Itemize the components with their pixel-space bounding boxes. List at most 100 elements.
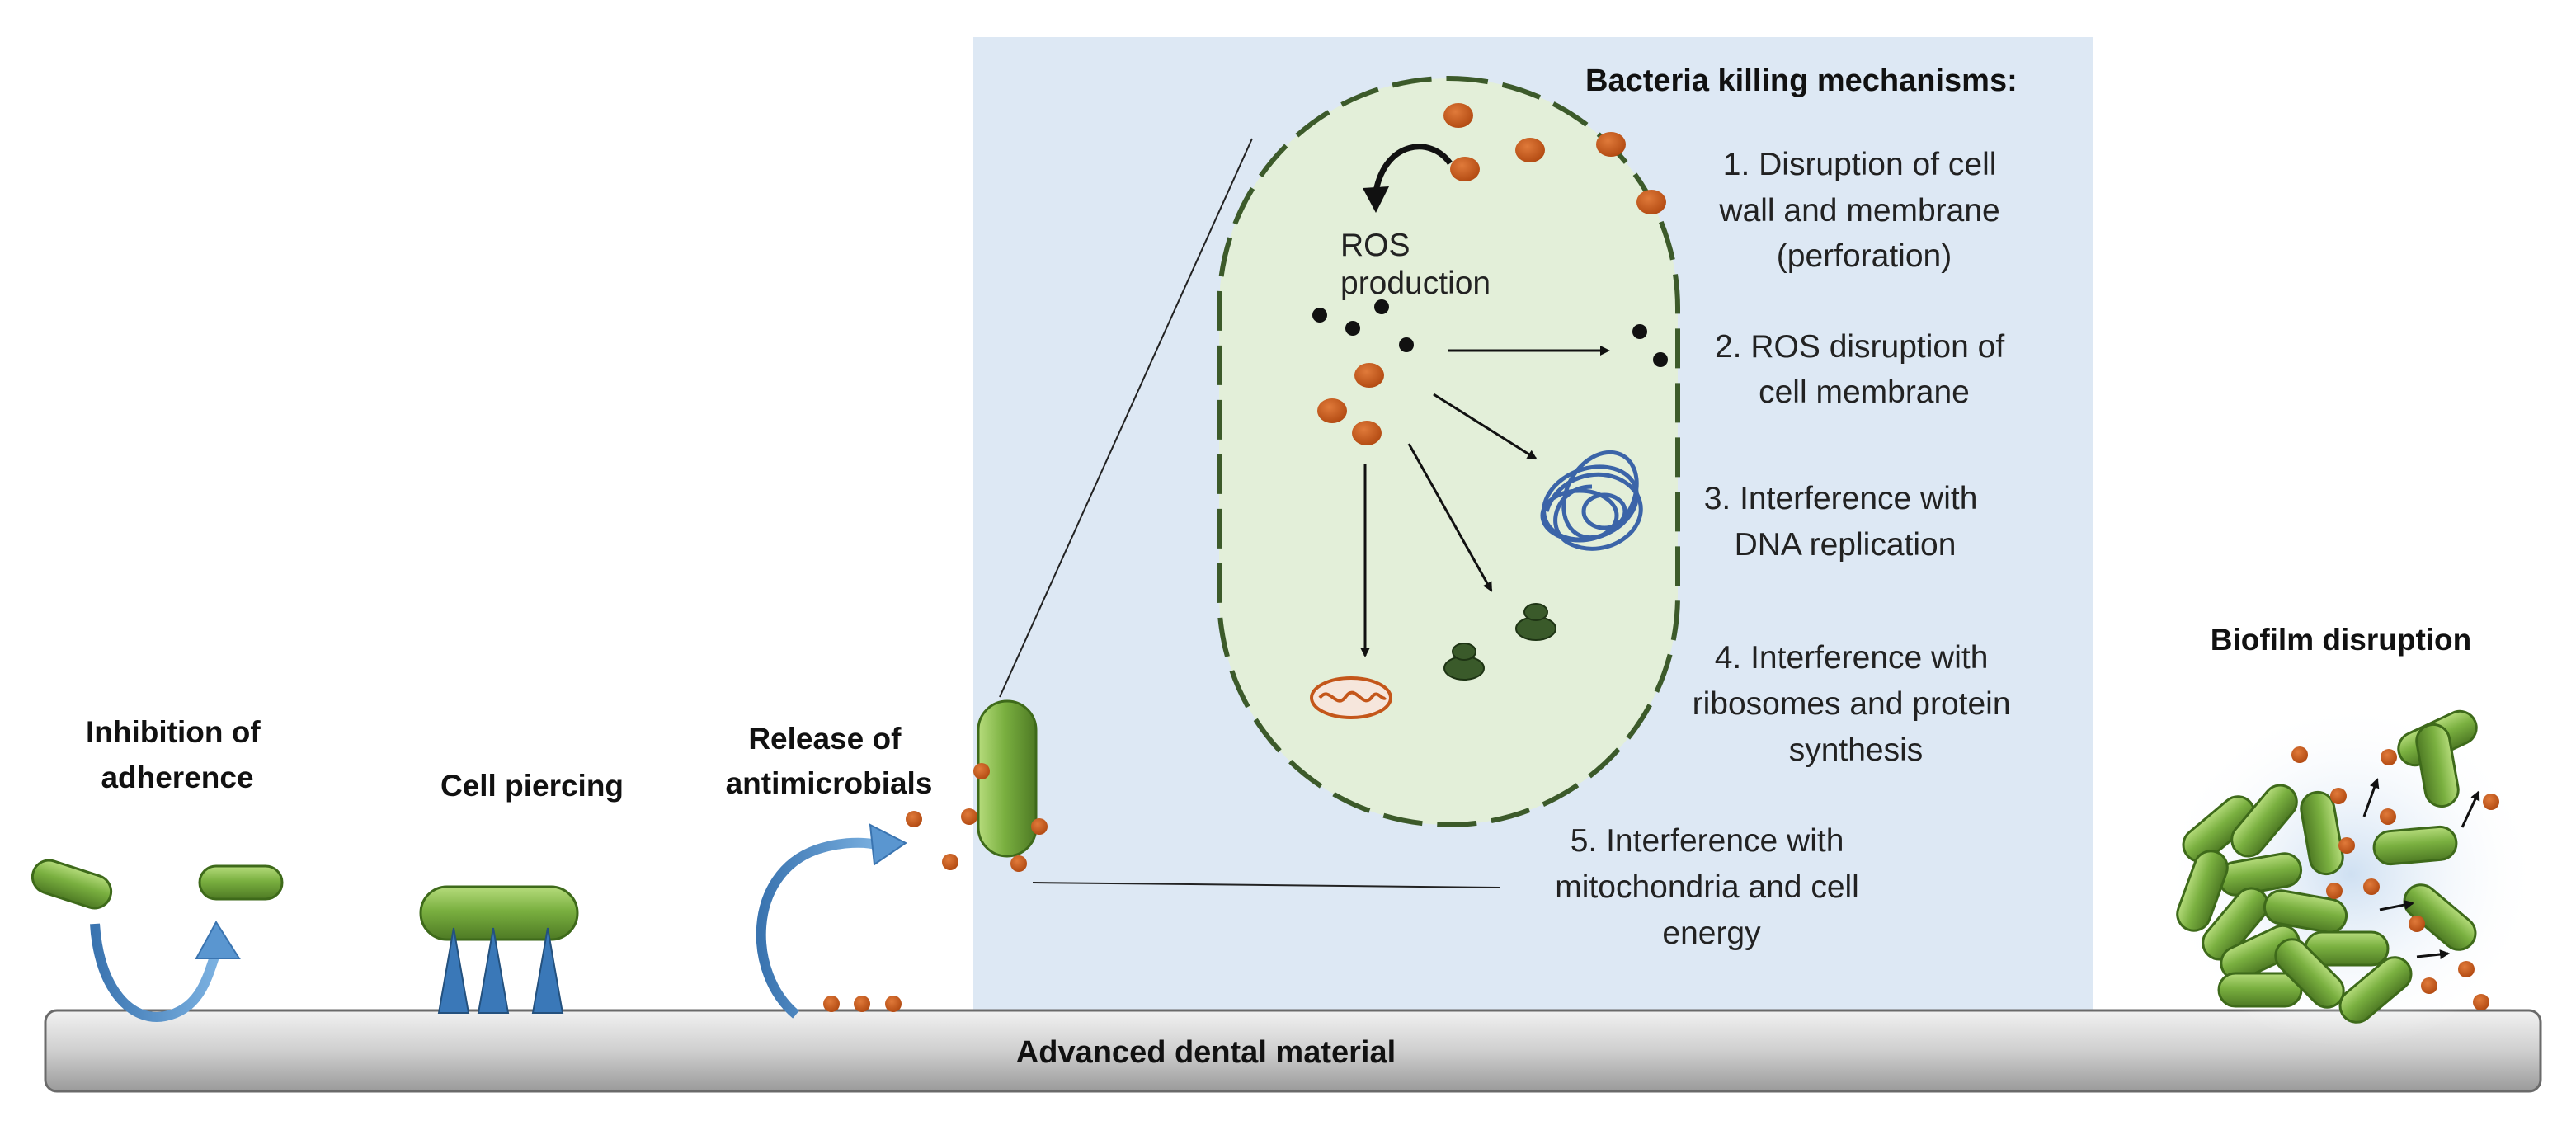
biofilm-particles: [2291, 746, 2499, 1010]
mechanism-line: DNA replication: [1735, 527, 1957, 563]
ros-dot-icon: [1399, 337, 1414, 352]
released-particles: [823, 763, 1048, 1012]
ros-dots: [1312, 299, 1668, 367]
particle-icon: [854, 996, 870, 1012]
particle-icon: [885, 996, 902, 1012]
particle-icon: [2330, 788, 2347, 804]
particle-icon: [1450, 157, 1480, 181]
mechanism-line: mitochondria and cell: [1555, 869, 1859, 905]
mechanism-line: wall and membrane: [1718, 193, 1999, 228]
ribosomes: [1443, 603, 1556, 681]
particle-icon: [1636, 190, 1666, 214]
zoom-line-bottom: [1032, 882, 1500, 888]
bacterium-icon: [2202, 887, 2269, 961]
ros-production-label: ROS production: [1340, 228, 1491, 301]
spike-icon: [531, 927, 564, 1014]
mechanism-5: 5. Interference with mitochondria and ce…: [1555, 823, 1867, 951]
particle-icon: [906, 811, 922, 827]
bacterium-icon: [2415, 723, 2460, 808]
bacterium-icon: [2300, 790, 2344, 876]
ros-label-line: ROS: [1340, 228, 1410, 263]
spike-icon: [437, 927, 470, 1014]
mechanism-line: (perforation): [1777, 238, 1952, 274]
curved-arrow-head: [195, 921, 241, 959]
bacterium-icon: [2182, 795, 2256, 863]
inhibition-label: Inhibition of adherence: [86, 715, 269, 794]
curved-arrow-icon: [1373, 144, 1453, 192]
curved-arrow-head: [1363, 186, 1389, 213]
mechanism-arrows: [1360, 346, 1610, 657]
label-line: Inhibition of: [86, 715, 261, 749]
mechanism-line: synthesis: [1789, 732, 1924, 768]
mitochondria-icon: [1310, 676, 1392, 719]
particle-icon: [2363, 878, 2380, 895]
arrow-to-ribosome: [1407, 443, 1493, 592]
bacterium-icon: [2403, 883, 2477, 951]
mechanism-line: ribosomes and protein: [1693, 686, 2011, 722]
particle-icon: [2381, 749, 2397, 765]
mechanism-line: energy: [1662, 916, 1761, 951]
particle-icon: [1515, 138, 1545, 162]
ros-dot-icon: [1312, 308, 1327, 323]
bacterium-icon: [2230, 784, 2298, 858]
bacterium-icon: [2217, 972, 2303, 1008]
particle-icon: [942, 854, 958, 870]
curved-arrow-head: [869, 823, 907, 866]
particle-icon: [2291, 746, 2308, 763]
particle-icon: [2421, 977, 2437, 994]
particle-icon: [973, 763, 990, 779]
particle-icon: [2326, 883, 2343, 899]
panel-title: Bacteria killing mechanisms:: [1585, 64, 2018, 98]
piercing-label: Cell piercing: [440, 769, 624, 803]
particle-icon: [2338, 837, 2355, 854]
ros-dot-icon: [1374, 299, 1389, 314]
interior-particles: [1317, 363, 1384, 445]
ros-dot-icon: [1345, 321, 1360, 336]
bacterium-icon: [2263, 889, 2348, 934]
bacterium-icon: [419, 885, 579, 941]
particle-icon: [1596, 132, 1626, 157]
bacterium-icon: [198, 864, 284, 901]
label-line: antimicrobials: [726, 766, 933, 800]
dna-icon: [1540, 450, 1643, 551]
particle-icon: [2409, 916, 2425, 932]
particle-icon: [1354, 363, 1384, 388]
ros-dot-icon: [1653, 352, 1668, 367]
mechanism-line: 5. Interference with: [1571, 823, 1844, 859]
particle-icon: [2483, 794, 2499, 810]
mechanism-1: 1. Disruption of cell wall and membrane …: [1718, 147, 2009, 274]
release-label: Release of antimicrobials: [726, 722, 933, 800]
spike-icon: [477, 927, 510, 1014]
particle-icon: [823, 996, 840, 1012]
curved-arrow-icon: [90, 923, 219, 1022]
mechanism-2: 2. ROS disruption of cell membrane: [1715, 329, 2013, 410]
bacterium-icon: [2372, 825, 2458, 866]
zoom-line-top: [999, 138, 1253, 698]
mechanism-line: 1. Disruption of cell: [1723, 147, 1997, 182]
mechanism-line: 2. ROS disruption of: [1715, 329, 2004, 365]
dental-material-bar: [44, 1009, 2542, 1093]
particle-icon: [1443, 103, 1473, 128]
mechanism-3: 3. Interference with DNA replication: [1704, 481, 1987, 563]
label-line: Release of: [748, 722, 902, 756]
bacterium-icon: [2220, 924, 2301, 982]
label-line: Cell piercing: [440, 769, 624, 803]
membrane-particles: [1443, 103, 1666, 214]
biofilm-bacteria: [2176, 709, 2478, 1024]
ribosome-icon: [1443, 643, 1485, 681]
particle-icon: [2458, 961, 2475, 977]
bacterium-icon: [2274, 938, 2345, 1009]
label-line: adherence: [101, 761, 253, 794]
curved-arrow-icon: [756, 837, 880, 1019]
label-line: Biofilm disruption: [2211, 623, 2472, 657]
particle-icon: [2473, 994, 2489, 1010]
particle-icon: [2380, 808, 2396, 825]
spikes: [437, 927, 564, 1014]
bacterium-icon: [2176, 850, 2229, 932]
zoomed-bacterium-cell: [1217, 76, 1680, 827]
bacterium-icon: [2338, 956, 2413, 1024]
ros-label-line: production: [1340, 266, 1491, 301]
bacterium-icon: [31, 859, 113, 910]
dental-material-label: Advanced dental material: [1016, 1035, 1396, 1070]
